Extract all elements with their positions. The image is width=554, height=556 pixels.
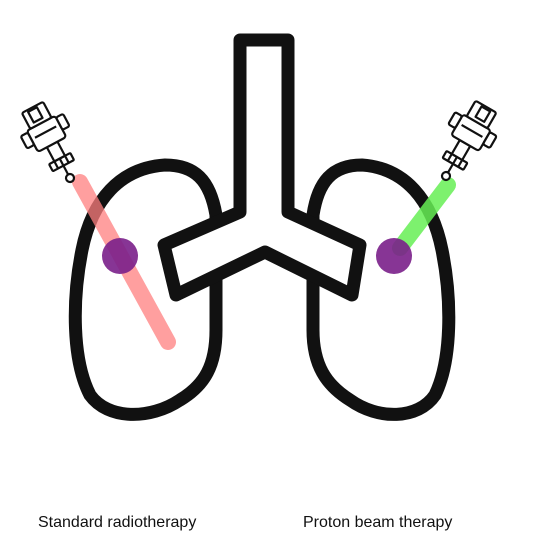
tumor-left — [102, 238, 138, 274]
linear-accelerator-icon — [20, 101, 76, 184]
proton-gun-icon — [440, 100, 498, 182]
tumor-right — [376, 238, 412, 274]
proton-beam — [392, 177, 456, 256]
caption-standard-radiotherapy: Standard radiotherapy — [38, 514, 197, 531]
trachea-bronchi — [157, 33, 367, 302]
caption-proton-beam-therapy: Proton beam therapy — [303, 514, 453, 531]
